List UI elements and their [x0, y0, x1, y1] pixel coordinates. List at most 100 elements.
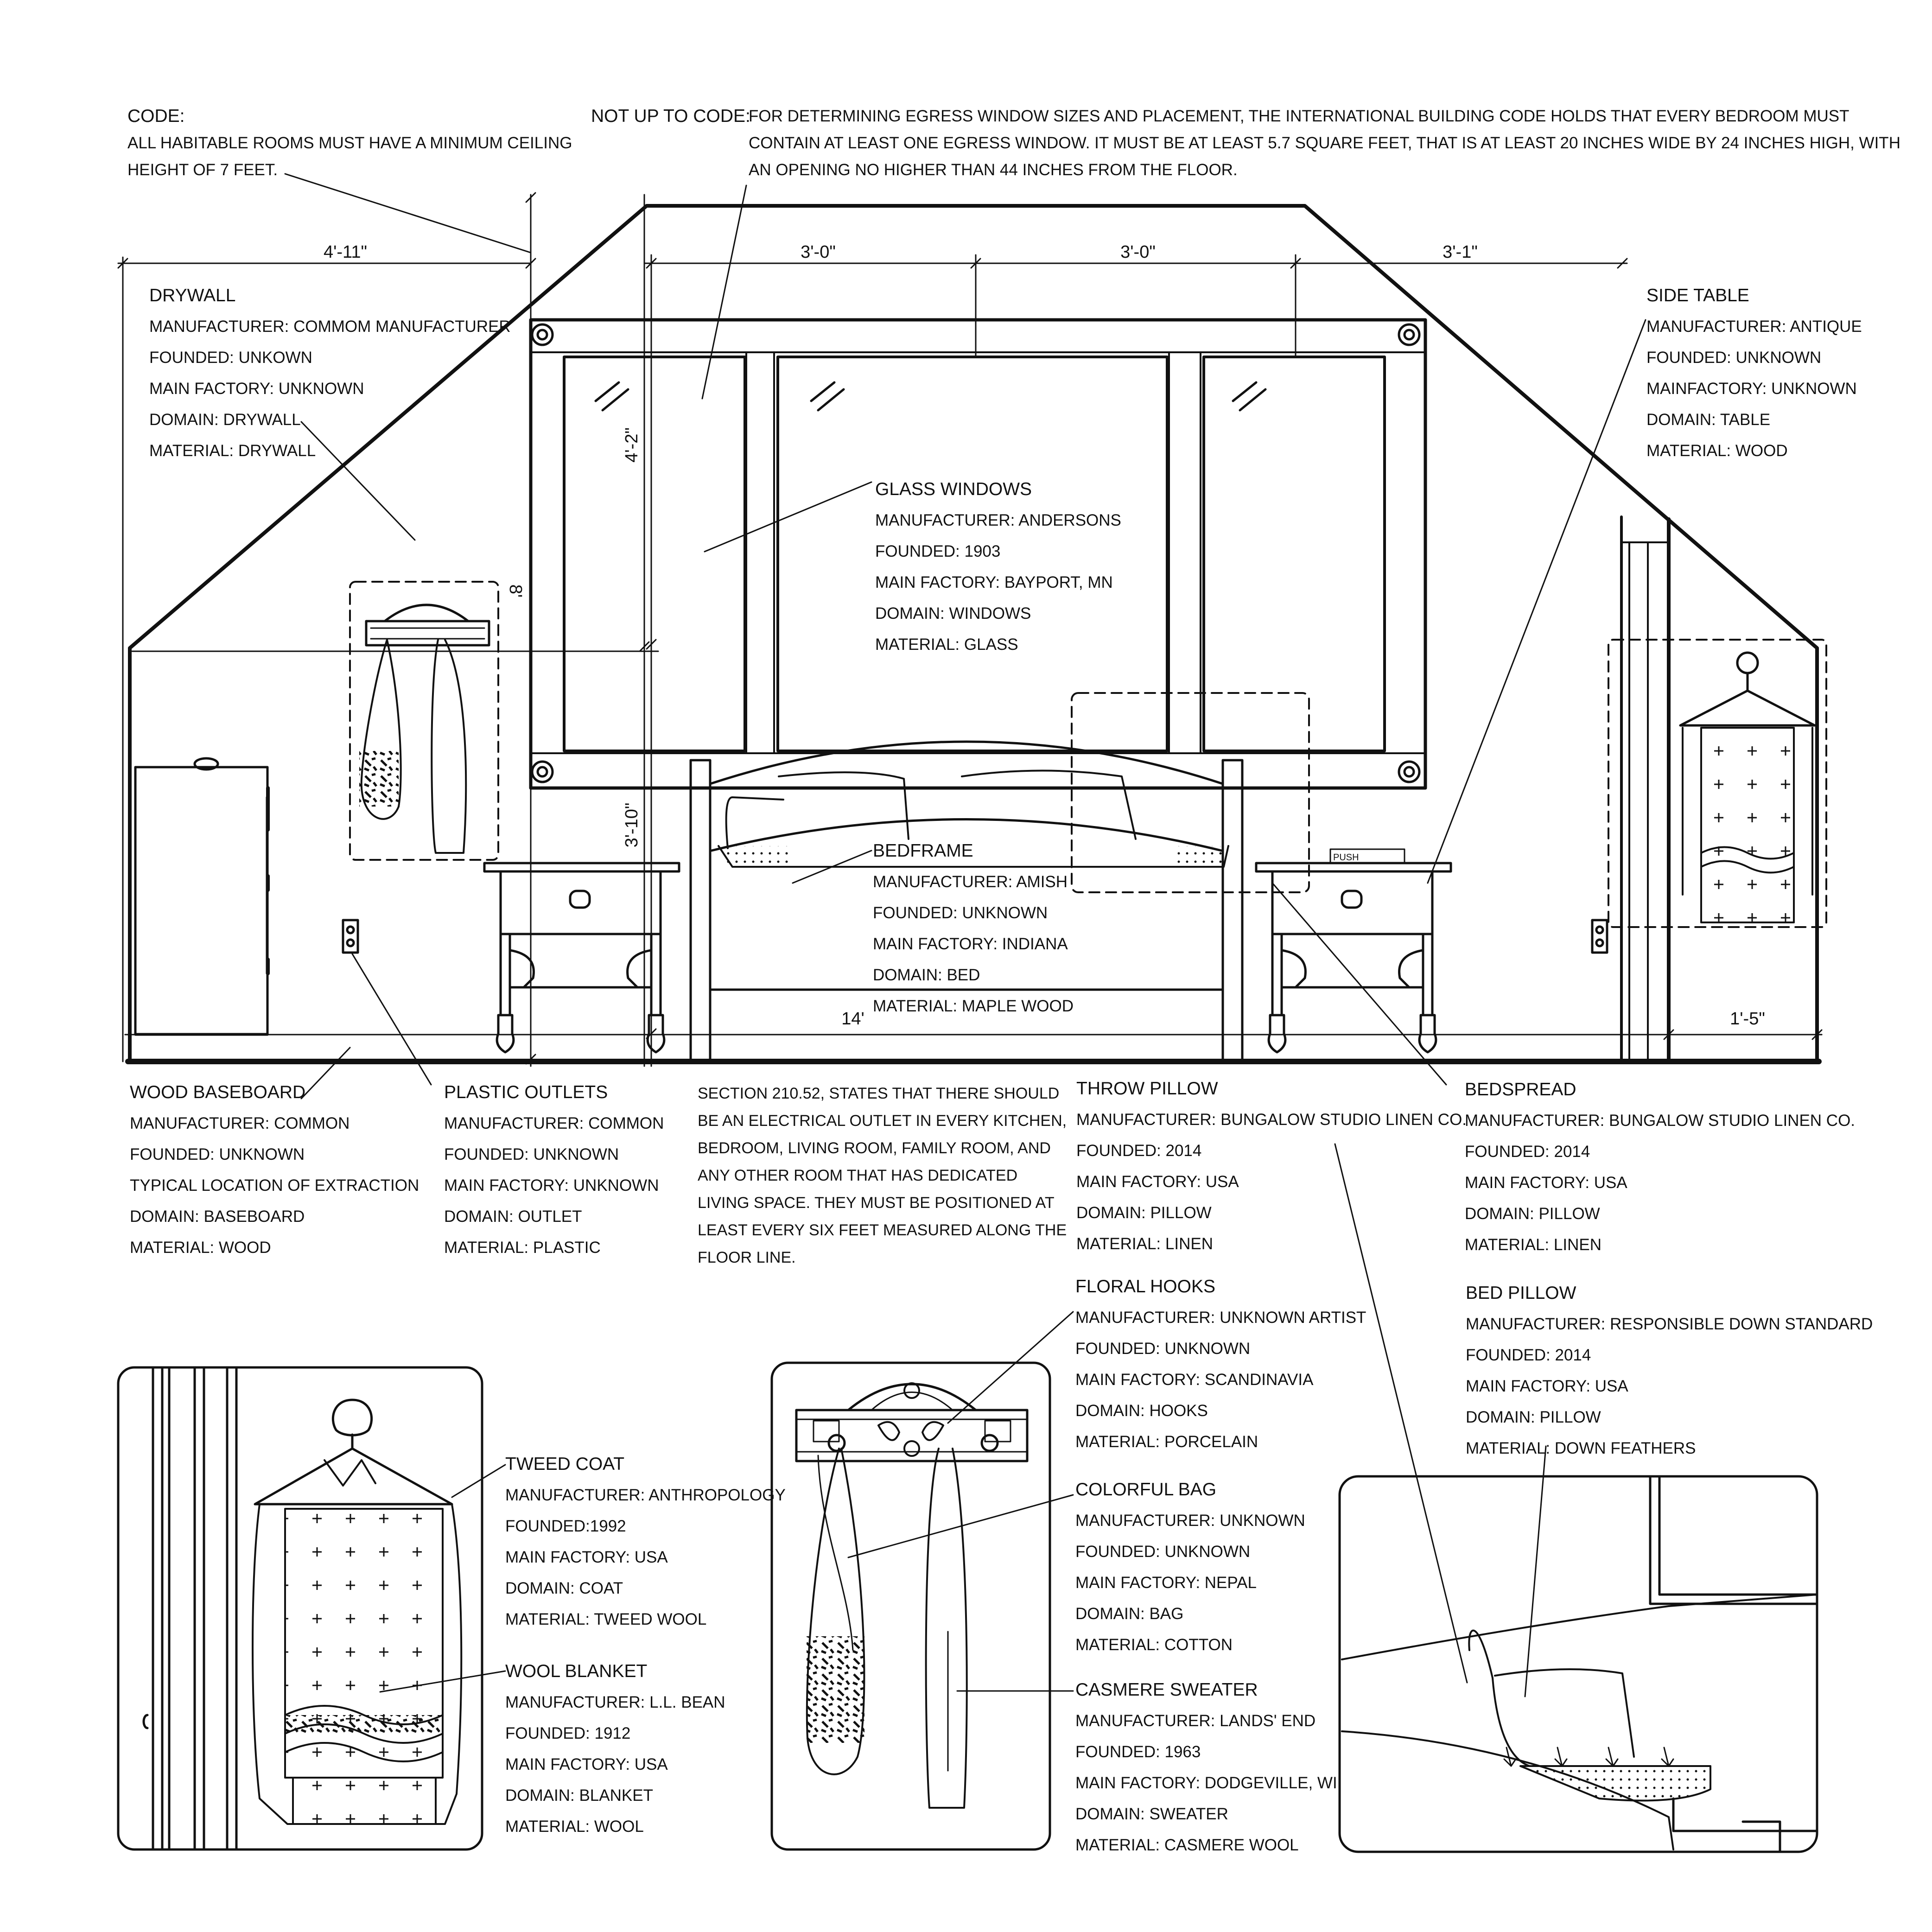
label-wool-blanket: WOOL BLANKET MANUFACTURER: L.L. BEAN FOU…	[505, 1656, 725, 1842]
label-line: FOUNDED: UNKNOWN	[1646, 349, 1822, 367]
label-title: COLORFUL BAG	[1075, 1480, 1217, 1500]
label-title: DRYWALL	[149, 286, 236, 305]
right-nightstand	[1255, 848, 1452, 1054]
outlet-code-note: SECTION 210.52, STATES THAT THERE SHOULD…	[698, 1080, 1067, 1271]
label-line: MAIN FACTORY: UNKNOWN	[444, 1176, 659, 1195]
outlet-right	[1591, 919, 1608, 954]
label-line: MAIN FACTORY: SCANDINAVIA	[1075, 1371, 1314, 1389]
label-title: FLORAL HOOKS	[1075, 1277, 1215, 1296]
dim-sill-height: 3'-10"	[622, 803, 642, 848]
dim-window-height: 4'-2"	[622, 427, 642, 463]
egress-note: FOR DETERMINING EGRESS WINDOW SIZES AND …	[749, 103, 1900, 184]
label-line: MANUFACTURER: COMMOM MANUFACTURER	[149, 318, 511, 336]
detail-coat-blanket	[117, 1366, 483, 1851]
label-line: TYPICAL LOCATION OF EXTRACTION	[130, 1176, 419, 1195]
outlet-code-line: FLOOR LINE.	[698, 1249, 796, 1266]
label-casmere-sweater: CASMERE SWEATER MANUFACTURER: LANDS' END…	[1075, 1674, 1337, 1861]
label-title: BEDFRAME	[873, 841, 973, 861]
label-line: FOUNDED: UNKNOWN	[1075, 1543, 1251, 1561]
dim-wall-height: 8'	[506, 585, 525, 597]
code-note-line: ALL HABITABLE ROOMS MUST HAVE A MINIMUM …	[127, 134, 572, 152]
label-line: MATERIAL: WOOD	[130, 1239, 271, 1257]
label-line: MAIN FACTORY: NEPAL	[1075, 1574, 1257, 1592]
label-drywall: DRYWALL MANUFACTURER: COMMOM MANUFACTURE…	[149, 280, 511, 466]
drawer-push-label: PUSH	[1333, 852, 1359, 863]
closet-garments	[1679, 651, 1816, 923]
egress-note-title: NOT UP TO CODE:	[591, 103, 750, 130]
label-line: MAIN FACTORY: INDIANA	[873, 935, 1068, 953]
label-line: MATERIAL: CASMERE WOOL	[1075, 1836, 1299, 1854]
label-line: FOUNDED: 2014	[1465, 1143, 1590, 1161]
label-title: CASMERE SWEATER	[1075, 1680, 1258, 1700]
label-line: MAINFACTORY: UNKNOWN	[1646, 380, 1857, 398]
egress-note-line: CONTAIN AT LEAST ONE EGRESS WINDOW. IT M…	[749, 134, 1900, 152]
label-line: FOUNDED: 2014	[1466, 1346, 1591, 1364]
label-line: FOUNDED: UNKNOWN	[130, 1145, 305, 1163]
label-line: DOMAIN: BLANKET	[505, 1786, 653, 1805]
label-line: MAIN FACTORY: UNKNOWN	[149, 380, 364, 398]
detail-pillow	[1338, 1475, 1818, 1853]
dim-window-2: 3'-0"	[1120, 242, 1156, 262]
hooks-callout-box	[349, 581, 499, 861]
dim-closet-width: 1'-5"	[1730, 1009, 1765, 1029]
pillow-callout-box	[1071, 692, 1310, 893]
label-line: DOMAIN: TABLE	[1646, 411, 1771, 429]
label-line: MANUFACTURER: BUNGALOW STUDIO LINEN CO.	[1465, 1112, 1856, 1130]
outlet-code-line: LIVING SPACE. THEY MUST BE POSITIONED AT	[698, 1194, 1055, 1212]
label-line: MANUFACTURER: BUNGALOW STUDIO LINEN CO.	[1076, 1111, 1467, 1129]
bedframe-drawing	[689, 740, 1244, 1063]
left-nightstand	[483, 862, 680, 1054]
code-note-title: CODE:	[127, 106, 185, 126]
label-line: FOUNDED: 1912	[505, 1724, 631, 1742]
dim-room-width: 14'	[841, 1009, 864, 1029]
closet-callout-box	[1608, 639, 1827, 928]
label-wood-baseboard: WOOD BASEBOARD MANUFACTURER: COMMON FOUN…	[130, 1077, 419, 1263]
label-line: MANUFACTURER: ANDERSONS	[875, 511, 1121, 529]
label-line: MANUFACTURER: AMISH	[873, 873, 1068, 891]
label-title: WOOL BLANKET	[505, 1661, 648, 1681]
label-title: BEDSPREAD	[1465, 1080, 1576, 1099]
label-line: DOMAIN: BASEBOARD	[130, 1208, 305, 1226]
label-line: FOUNDED:1992	[505, 1517, 626, 1535]
label-line: MAIN FACTORY: USA	[505, 1548, 668, 1566]
label-line: DOMAIN: PILLOW	[1076, 1204, 1212, 1222]
label-line: DOMAIN: COAT	[505, 1579, 623, 1597]
label-line: DOMAIN: WINDOWS	[875, 604, 1031, 623]
label-line: MANUFACTURER: COMMON	[130, 1114, 350, 1132]
label-line: MANUFACTURER: COMMON	[444, 1114, 664, 1132]
label-line: MANUFACTURER: UNKNOWN ARTIST	[1075, 1309, 1366, 1327]
label-bedframe: BEDFRAME MANUFACTURER: AMISH FOUNDED: UN…	[873, 835, 1074, 1022]
code-note: CODE: ALL HABITABLE ROOMS MUST HAVE A MI…	[127, 103, 572, 184]
label-floral-hooks: FLORAL HOOKS MANUFACTURER: UNKNOWN ARTIS…	[1075, 1271, 1366, 1457]
label-line: MATERIAL: MAPLE WOOD	[873, 997, 1074, 1015]
label-title: BED PILLOW	[1466, 1283, 1576, 1303]
label-side-table: SIDE TABLE MANUFACTURER: ANTIQUE FOUNDED…	[1646, 280, 1862, 466]
label-line: FOUNDED: UNKNOWN	[873, 904, 1048, 922]
label-line: MAIN FACTORY: USA	[1076, 1173, 1239, 1191]
label-line: MAIN FACTORY: USA	[1465, 1174, 1627, 1192]
outlet-left	[342, 919, 359, 954]
dim-window-1: 3'-0"	[801, 242, 836, 262]
label-title: WOOD BASEBOARD	[130, 1082, 306, 1102]
label-title: THROW PILLOW	[1076, 1079, 1218, 1099]
code-note-line: HEIGHT OF 7 FEET.	[127, 161, 278, 179]
label-line: MATERIAL: LINEN	[1076, 1235, 1213, 1253]
label-line: MANUFACTURER: L.L. BEAN	[505, 1693, 725, 1711]
detail-hooks	[770, 1361, 1051, 1851]
label-line: MATERIAL: GLASS	[875, 636, 1018, 654]
label-glass-windows: GLASS WINDOWS MANUFACTURER: ANDERSONS FO…	[875, 474, 1121, 660]
outlet-code-line: LEAST EVERY SIX FEET MEASURED ALONG THE	[698, 1221, 1067, 1239]
label-line: MANUFACTURER: ANTHROPOLOGY	[505, 1486, 786, 1504]
label-bedspread: BEDSPREAD MANUFACTURER: BUNGALOW STUDIO …	[1465, 1074, 1855, 1260]
egress-title-text: NOT UP TO CODE:	[591, 106, 750, 126]
outlet-code-line: SECTION 210.52, STATES THAT THERE SHOULD	[698, 1085, 1060, 1102]
label-line: DOMAIN: OUTLET	[444, 1208, 582, 1226]
leader-lines	[284, 173, 1646, 1697]
label-line: MATERIAL: WOOL	[505, 1818, 644, 1836]
label-line: MATERIAL: PLASTIC	[444, 1239, 601, 1257]
label-line: FOUNDED: UNKOWN	[149, 349, 312, 367]
label-title: TWEED COAT	[505, 1454, 625, 1474]
label-line: MATERIAL: DRYWALL	[149, 442, 316, 460]
label-line: MATERIAL: PORCELAIN	[1075, 1433, 1258, 1451]
